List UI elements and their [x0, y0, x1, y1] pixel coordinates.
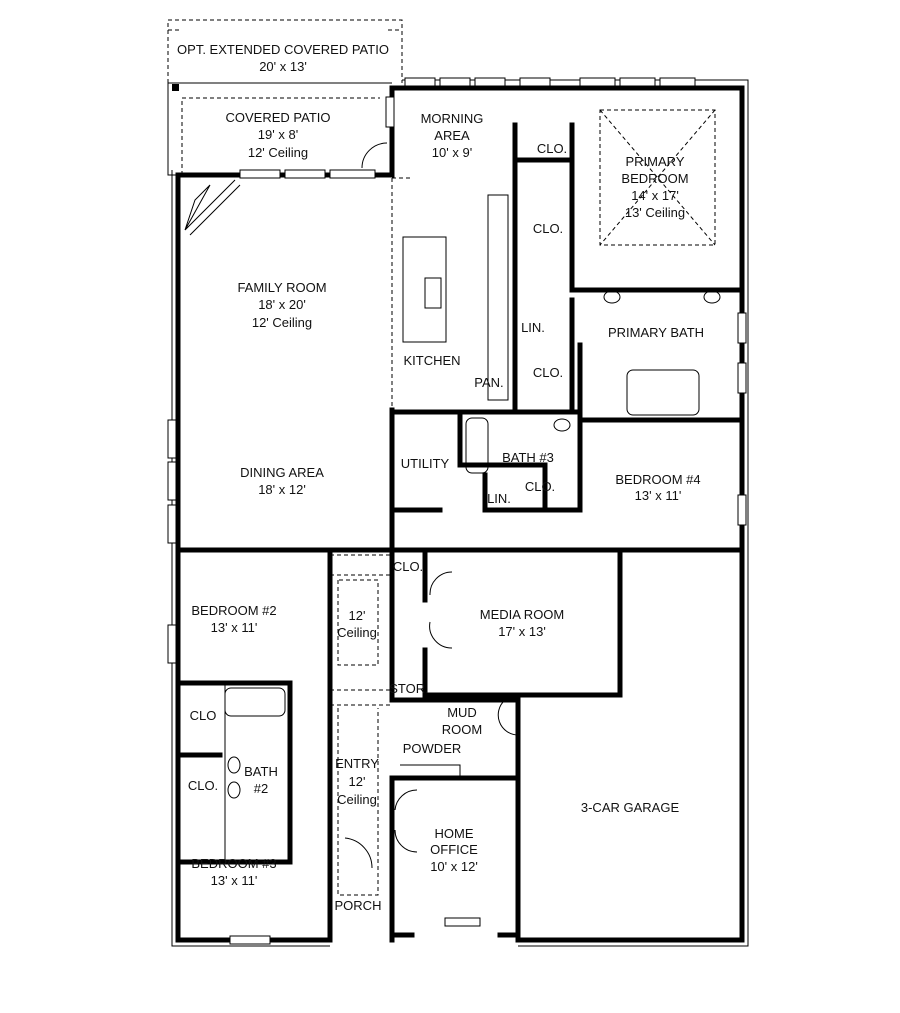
kitchen-counter [487, 194, 509, 401]
pantry-name: PAN. [474, 375, 503, 390]
kitchen-island [402, 236, 447, 343]
closet-label: CLO [190, 708, 217, 723]
morning-size: 10' x 9' [432, 145, 472, 160]
ext-patio-name: OPT. EXTENDED COVERED PATIO [177, 42, 389, 57]
linen-label: LIN. [487, 491, 511, 506]
office-name-1: HOME [435, 826, 474, 841]
powder-name: POWDER [403, 741, 462, 756]
dining-size: 18' x 12' [258, 482, 306, 497]
family-room-name: FAMILY ROOM [237, 280, 326, 295]
covered-patio-size: 19' x 8' [258, 127, 298, 142]
primary-bathtub [626, 369, 700, 416]
media-room-size: 17' x 13' [498, 624, 546, 639]
office-size: 10' x 12' [430, 859, 478, 874]
bath2-name-1: BATH [244, 764, 278, 779]
gallery-ceiling-2: Ceiling [337, 625, 377, 640]
door-swings [344, 142, 519, 869]
closet-label: CLO. [525, 479, 555, 494]
patio-edge [167, 82, 392, 176]
porch-name: PORCH [335, 898, 382, 913]
primary-bedroom-size: 14' x 17' [631, 188, 679, 203]
bedroom4-size: 13' x 11' [635, 488, 682, 503]
room-labels: OPT. EXTENDED COVERED PATIO 20' x 13' CO… [177, 42, 704, 913]
bedroom2-size: 13' x 11' [211, 620, 258, 635]
gallery-ceiling-1: 12' [349, 608, 366, 623]
bath2-tub [224, 687, 286, 717]
entry-ceiling-1: 12' [349, 774, 366, 789]
family-room-ceiling: 12' Ceiling [252, 315, 312, 330]
closet-label: CLO. [533, 365, 563, 380]
morning-name-1: MORNING [421, 111, 484, 126]
bedroom3-name: BEDROOM #3 [191, 856, 276, 871]
extended-patio-outline [167, 19, 403, 83]
ext-patio-size: 20' x 13' [259, 59, 307, 74]
bath3-name: BATH #3 [502, 450, 554, 465]
closet-label: CLO. [537, 141, 567, 156]
closet-label: CLO. [188, 778, 218, 793]
media-room-name: MEDIA ROOM [480, 607, 565, 622]
primary-bedroom-ceiling: 13' Ceiling [625, 205, 685, 220]
fixtures [184, 142, 721, 869]
primary-bath-name: PRIMARY BATH [608, 325, 704, 340]
covered-patio-outline [181, 97, 380, 175]
column [172, 84, 179, 91]
utility-name: UTILITY [401, 456, 450, 471]
storage-name: STOR. [389, 681, 429, 696]
bath3-tub [465, 417, 489, 474]
entry-ceiling-2: Ceiling [337, 792, 377, 807]
bedroom3-size: 13' x 11' [211, 873, 258, 888]
windows [167, 77, 747, 945]
family-room-size: 18' x 20' [258, 297, 306, 312]
bedroom4-name: BEDROOM #4 [615, 472, 700, 487]
covered-patio-name: COVERED PATIO [226, 110, 331, 125]
office-name-2: OFFICE [430, 842, 478, 857]
morning-name-2: AREA [434, 128, 470, 143]
linen-label: LIN. [521, 320, 545, 335]
bedroom2-name: BEDROOM #2 [191, 603, 276, 618]
entry-name: ENTRY [335, 756, 379, 771]
fireplace [184, 179, 241, 236]
mud-room-name-2: ROOM [442, 722, 482, 737]
covered-patio-ceiling: 12' Ceiling [248, 145, 308, 160]
interior-walls [175, 109, 745, 943]
closet-label: CLO. [393, 559, 423, 574]
bath2-name-2: #2 [254, 781, 268, 796]
primary-bedroom-name-1: PRIMARY [626, 154, 685, 169]
kitchen-sink [424, 277, 442, 309]
dining-name: DINING AREA [240, 465, 324, 480]
mud-room-name-1: MUD [447, 705, 477, 720]
kitchen-name: KITCHEN [403, 353, 460, 368]
garage-name: 3-CAR GARAGE [581, 800, 680, 815]
closet-label: CLO. [533, 221, 563, 236]
primary-bedroom-name-2: BEDROOM [621, 171, 688, 186]
